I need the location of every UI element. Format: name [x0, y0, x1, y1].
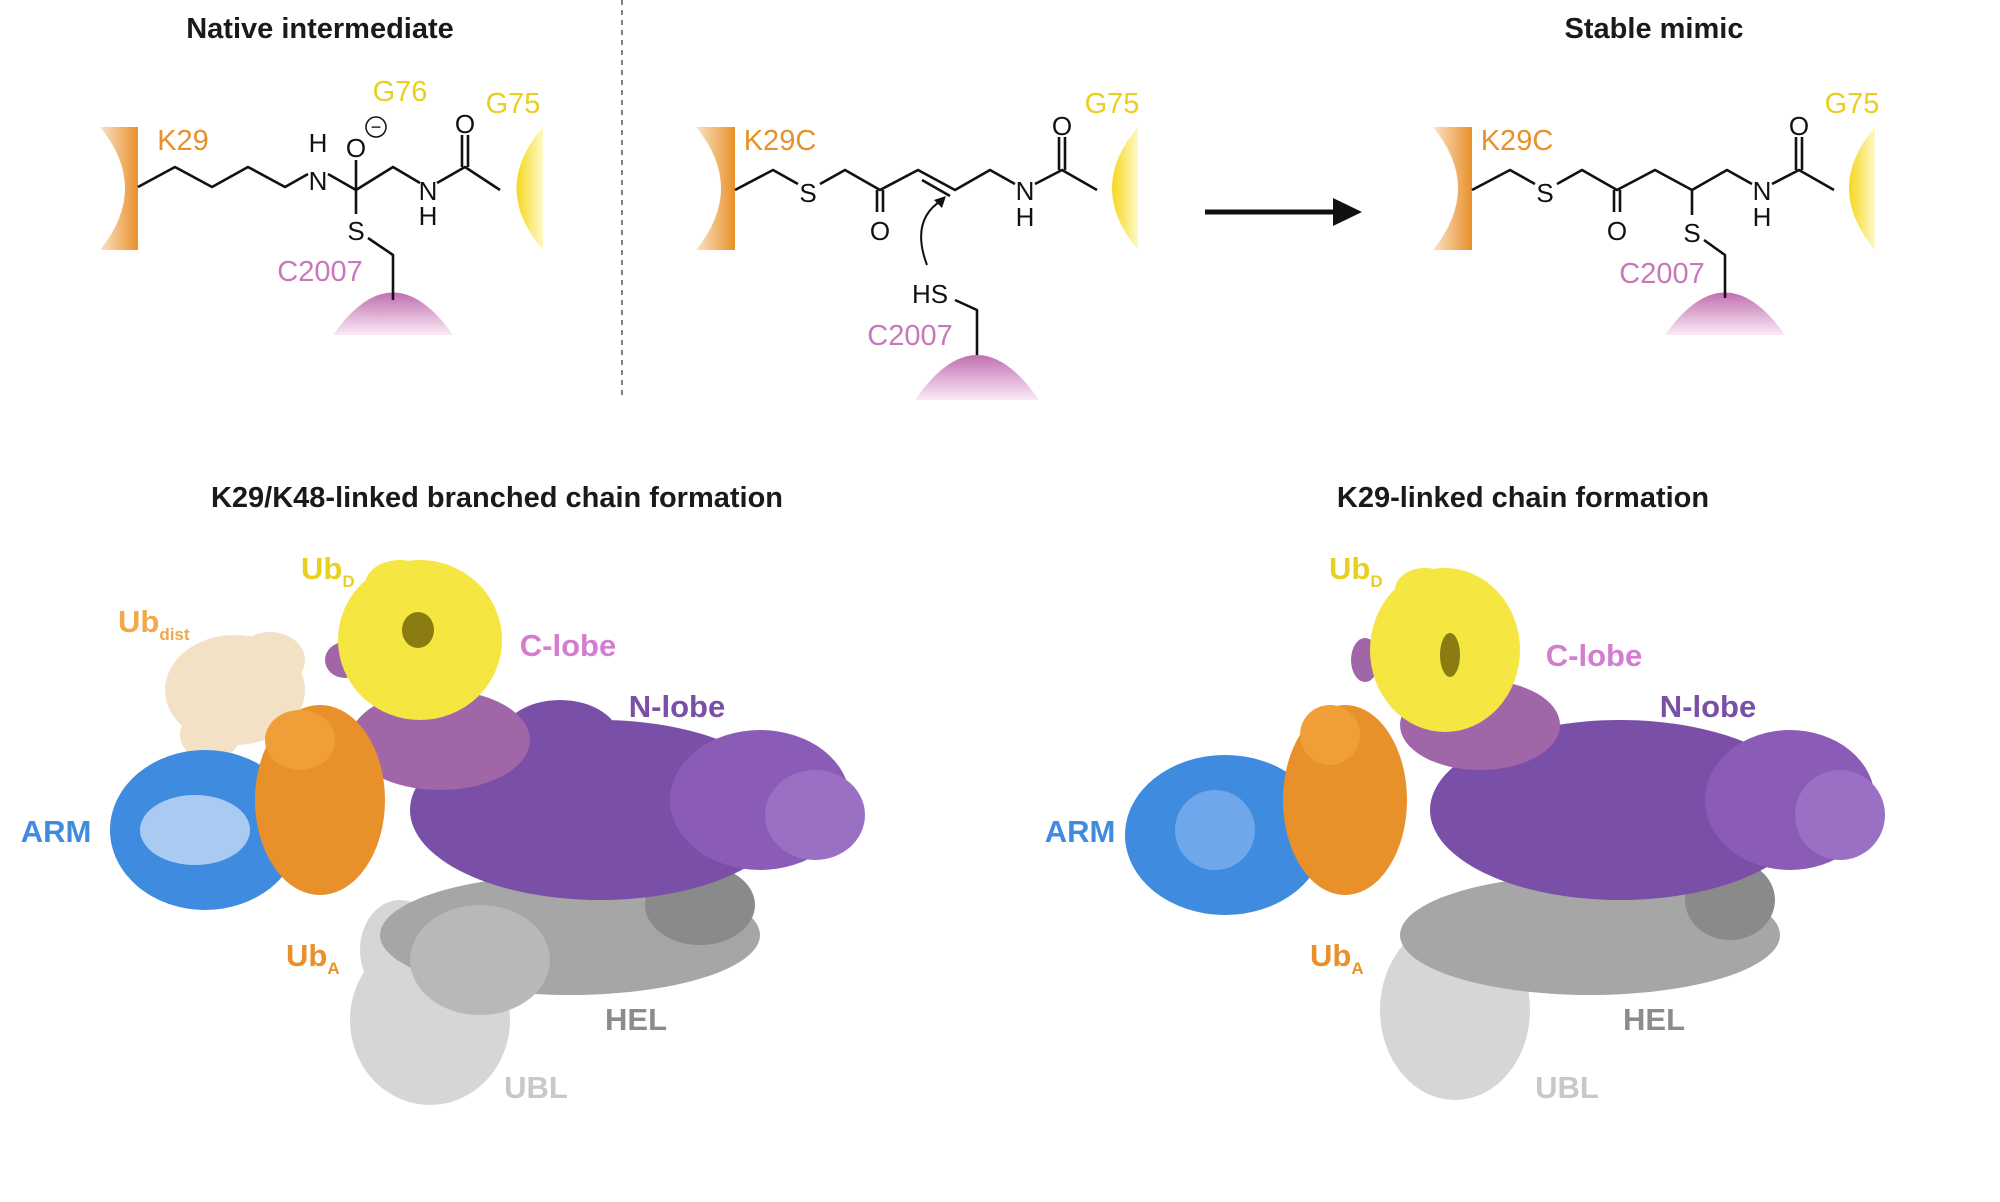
- atom-h: H: [309, 128, 328, 158]
- atom-o: O: [1052, 111, 1072, 141]
- hect-domain: [333, 292, 453, 335]
- label-c2007: C2007: [867, 320, 952, 352]
- atom-n: N: [309, 166, 328, 196]
- label-ub-d: UbD: [301, 551, 355, 591]
- label-k29: K29: [157, 125, 209, 157]
- label-ub-d: UbD: [1329, 551, 1383, 591]
- ubdist-density: [165, 632, 305, 760]
- atom-n: N: [1753, 176, 1772, 206]
- k29-chain-map: K29-linked chain formation UbD C-lobe N-…: [1045, 482, 1885, 1105]
- ub-d-density: [1370, 568, 1520, 732]
- atom-h: H: [419, 201, 438, 231]
- atom-s: S: [1683, 218, 1700, 248]
- atom-s: S: [1536, 178, 1553, 208]
- label-arm: ARM: [21, 814, 92, 849]
- n-lobe-density: [410, 700, 865, 900]
- label-k29c: K29C: [744, 125, 817, 157]
- label-c-lobe: C-lobe: [1546, 638, 1642, 673]
- atom-o: O: [346, 133, 366, 163]
- branched-chain-map: K29/K48-linked branched chain formation …: [21, 482, 865, 1105]
- native-intermediate-structure: Native intermediate N H O − N H O S K29 …: [100, 13, 543, 335]
- label-g76: G76: [373, 76, 428, 108]
- native-title: Native intermediate: [186, 13, 454, 45]
- ub-yellow-domain: [1849, 127, 1875, 250]
- ub-yellow-domain: [1112, 127, 1138, 250]
- right-map-title: K29-linked chain formation: [1337, 482, 1709, 514]
- ub-orange-domain: [1433, 127, 1472, 250]
- atom-s: S: [799, 178, 816, 208]
- label-c2007: C2007: [277, 256, 362, 288]
- atom-o: O: [1789, 111, 1809, 141]
- label-c2007: C2007: [1619, 258, 1704, 290]
- label-n-lobe: N-lobe: [629, 689, 725, 724]
- label-k29c: K29C: [1481, 125, 1554, 157]
- label-hel: HEL: [1623, 1002, 1685, 1037]
- arm-density: [110, 750, 300, 910]
- atom-o: O: [455, 109, 475, 139]
- label-g75: G75: [1825, 88, 1880, 120]
- ub-yellow-domain: [516, 127, 543, 250]
- label-ub-a: UbA: [286, 938, 340, 978]
- ub-a-density: [255, 705, 385, 895]
- atom-n: N: [1016, 176, 1035, 206]
- arm-density: [1125, 755, 1325, 915]
- negative-charge: −: [371, 117, 382, 137]
- atom-s: S: [347, 216, 364, 246]
- charge-circle: [365, 116, 387, 138]
- label-g75: G75: [1085, 88, 1140, 120]
- ub-d-density: [338, 560, 502, 720]
- atom-h: H: [1016, 202, 1035, 232]
- label-ubl: UBL: [504, 1070, 568, 1105]
- label-hel: HEL: [605, 1002, 667, 1037]
- atom-n: N: [419, 176, 438, 206]
- hect-domain: [1665, 292, 1785, 335]
- label-ubl: UBL: [1535, 1070, 1599, 1105]
- reaction-arrow-icon: [1205, 198, 1362, 226]
- label-g75: G75: [486, 88, 541, 120]
- atom-o: O: [870, 216, 890, 246]
- mimic-title: Stable mimic: [1565, 13, 1744, 45]
- atom-h: H: [1753, 202, 1772, 232]
- hel-density: [380, 865, 760, 1015]
- n-lobe-density: [1430, 720, 1885, 900]
- label-arm: ARM: [1045, 814, 1116, 849]
- label-ub-a: UbA: [1310, 938, 1364, 978]
- hel-density: [1400, 860, 1780, 995]
- left-map-title: K29/K48-linked branched chain formation: [211, 482, 783, 514]
- label-ub-dist: Ubdist: [118, 604, 190, 644]
- reaction-structure: S O N H O HS K29C G75 C2007: [696, 88, 1139, 400]
- ub-orange-domain: [100, 127, 138, 250]
- arrowhead-icon: [934, 196, 946, 208]
- stable-mimic-structure: Stable mimic S O S N H O K29C G75 C2007: [1433, 13, 1879, 335]
- label-c-lobe: C-lobe: [520, 628, 616, 663]
- atom-hs: HS: [912, 279, 948, 309]
- ub-orange-domain: [696, 127, 735, 250]
- label-n-lobe: N-lobe: [1660, 689, 1756, 724]
- ub-a-density: [1283, 705, 1407, 895]
- hect-domain: [915, 355, 1039, 400]
- atom-o: O: [1607, 216, 1627, 246]
